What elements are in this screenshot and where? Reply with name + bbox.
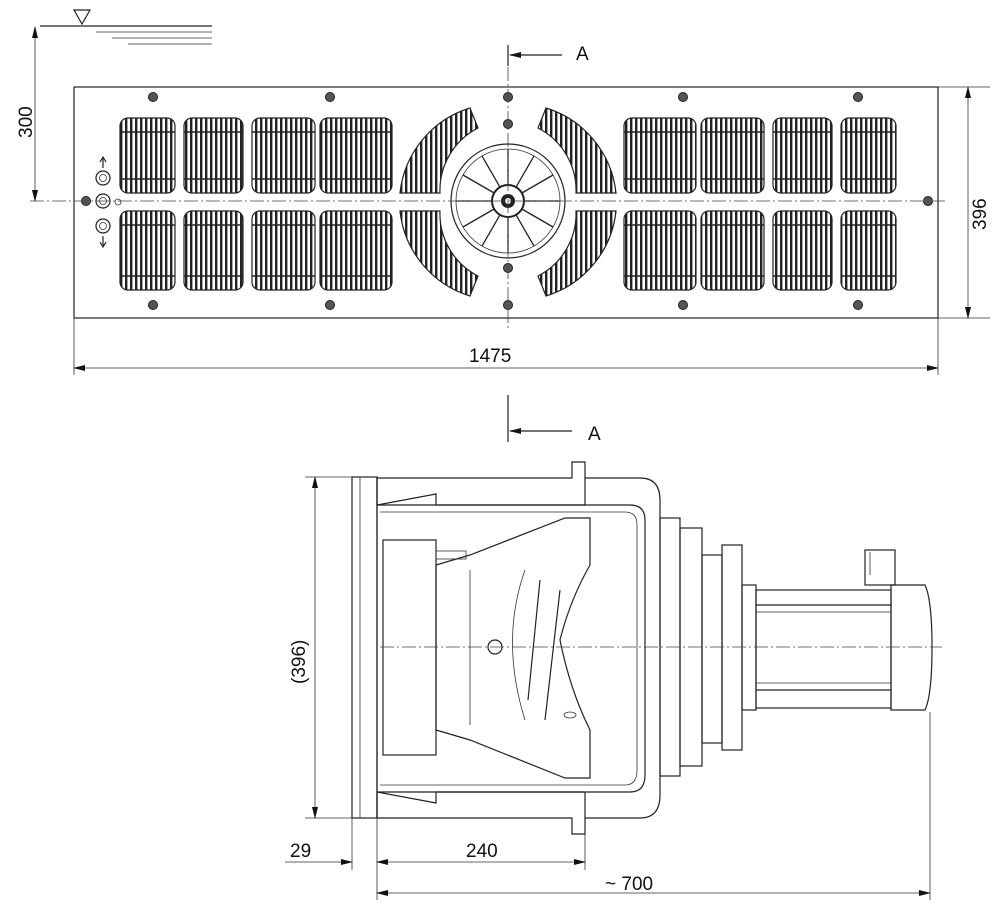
curved-grille-panel xyxy=(399,210,479,297)
grille-panel xyxy=(119,210,176,291)
dim-240: 240 xyxy=(466,841,498,862)
grille-panel xyxy=(623,117,697,194)
bolt-icon xyxy=(148,300,158,310)
fan-spoke xyxy=(481,155,501,188)
grille-panel xyxy=(700,117,765,194)
grille-panel xyxy=(319,210,393,291)
side-section-view: A xyxy=(285,395,942,900)
control-symbols xyxy=(95,155,122,249)
fan-spoke xyxy=(521,174,554,194)
flange xyxy=(351,476,378,819)
grille-panel xyxy=(251,210,316,291)
dim-700: ~ 700 xyxy=(605,874,653,895)
motor-end-cap xyxy=(890,584,933,711)
bolt-icon xyxy=(678,300,688,310)
motor-connector xyxy=(864,549,896,586)
curved-grille-panel xyxy=(537,107,617,194)
grille-plate xyxy=(73,86,939,319)
grille-panel xyxy=(772,210,833,291)
grille-panel xyxy=(183,210,244,291)
bolt-icon xyxy=(148,92,158,102)
grille-panel xyxy=(119,117,176,194)
bolt-icon xyxy=(325,92,335,102)
motor-cover xyxy=(585,477,661,819)
fan-spoke xyxy=(462,174,495,194)
motor-flange xyxy=(721,544,743,751)
grille-panel xyxy=(840,210,897,291)
bolt-icon xyxy=(678,92,688,102)
dim-29: 29 xyxy=(290,841,311,862)
dim-1475: 1475 xyxy=(469,346,511,367)
grille-panel xyxy=(183,117,244,194)
grille-panel xyxy=(251,117,316,194)
housing-wall-bottom xyxy=(376,791,586,835)
grille-panels xyxy=(119,107,897,297)
bolt-icon xyxy=(325,300,335,310)
fan-spoke xyxy=(481,214,501,247)
top-view: A 300 396 1475 xyxy=(16,9,991,375)
dim-300: 300 xyxy=(16,106,37,138)
inlet-ring xyxy=(382,539,437,756)
bolt-icon xyxy=(853,300,863,310)
bolt-icon xyxy=(853,92,863,102)
dim-396: 396 xyxy=(970,198,991,230)
impeller-housing xyxy=(435,517,591,779)
grille-panel xyxy=(700,210,765,291)
fan-spoke xyxy=(521,208,554,228)
fan-spoke xyxy=(515,155,535,188)
fan-spoke xyxy=(515,214,535,247)
grille-panel xyxy=(840,117,897,194)
grille-panel xyxy=(319,117,393,194)
curved-grille-panel xyxy=(399,107,479,194)
fan-spoke xyxy=(462,208,495,228)
water-level-icon xyxy=(40,9,212,45)
grille-panel xyxy=(623,210,697,291)
housing-wall-top xyxy=(376,461,586,506)
grille-panel xyxy=(772,117,833,194)
section-label-top: A xyxy=(576,44,589,65)
section-label-side: A xyxy=(588,424,601,445)
dim-396-side: (396) xyxy=(289,640,310,684)
curved-grille-panel xyxy=(537,210,617,297)
